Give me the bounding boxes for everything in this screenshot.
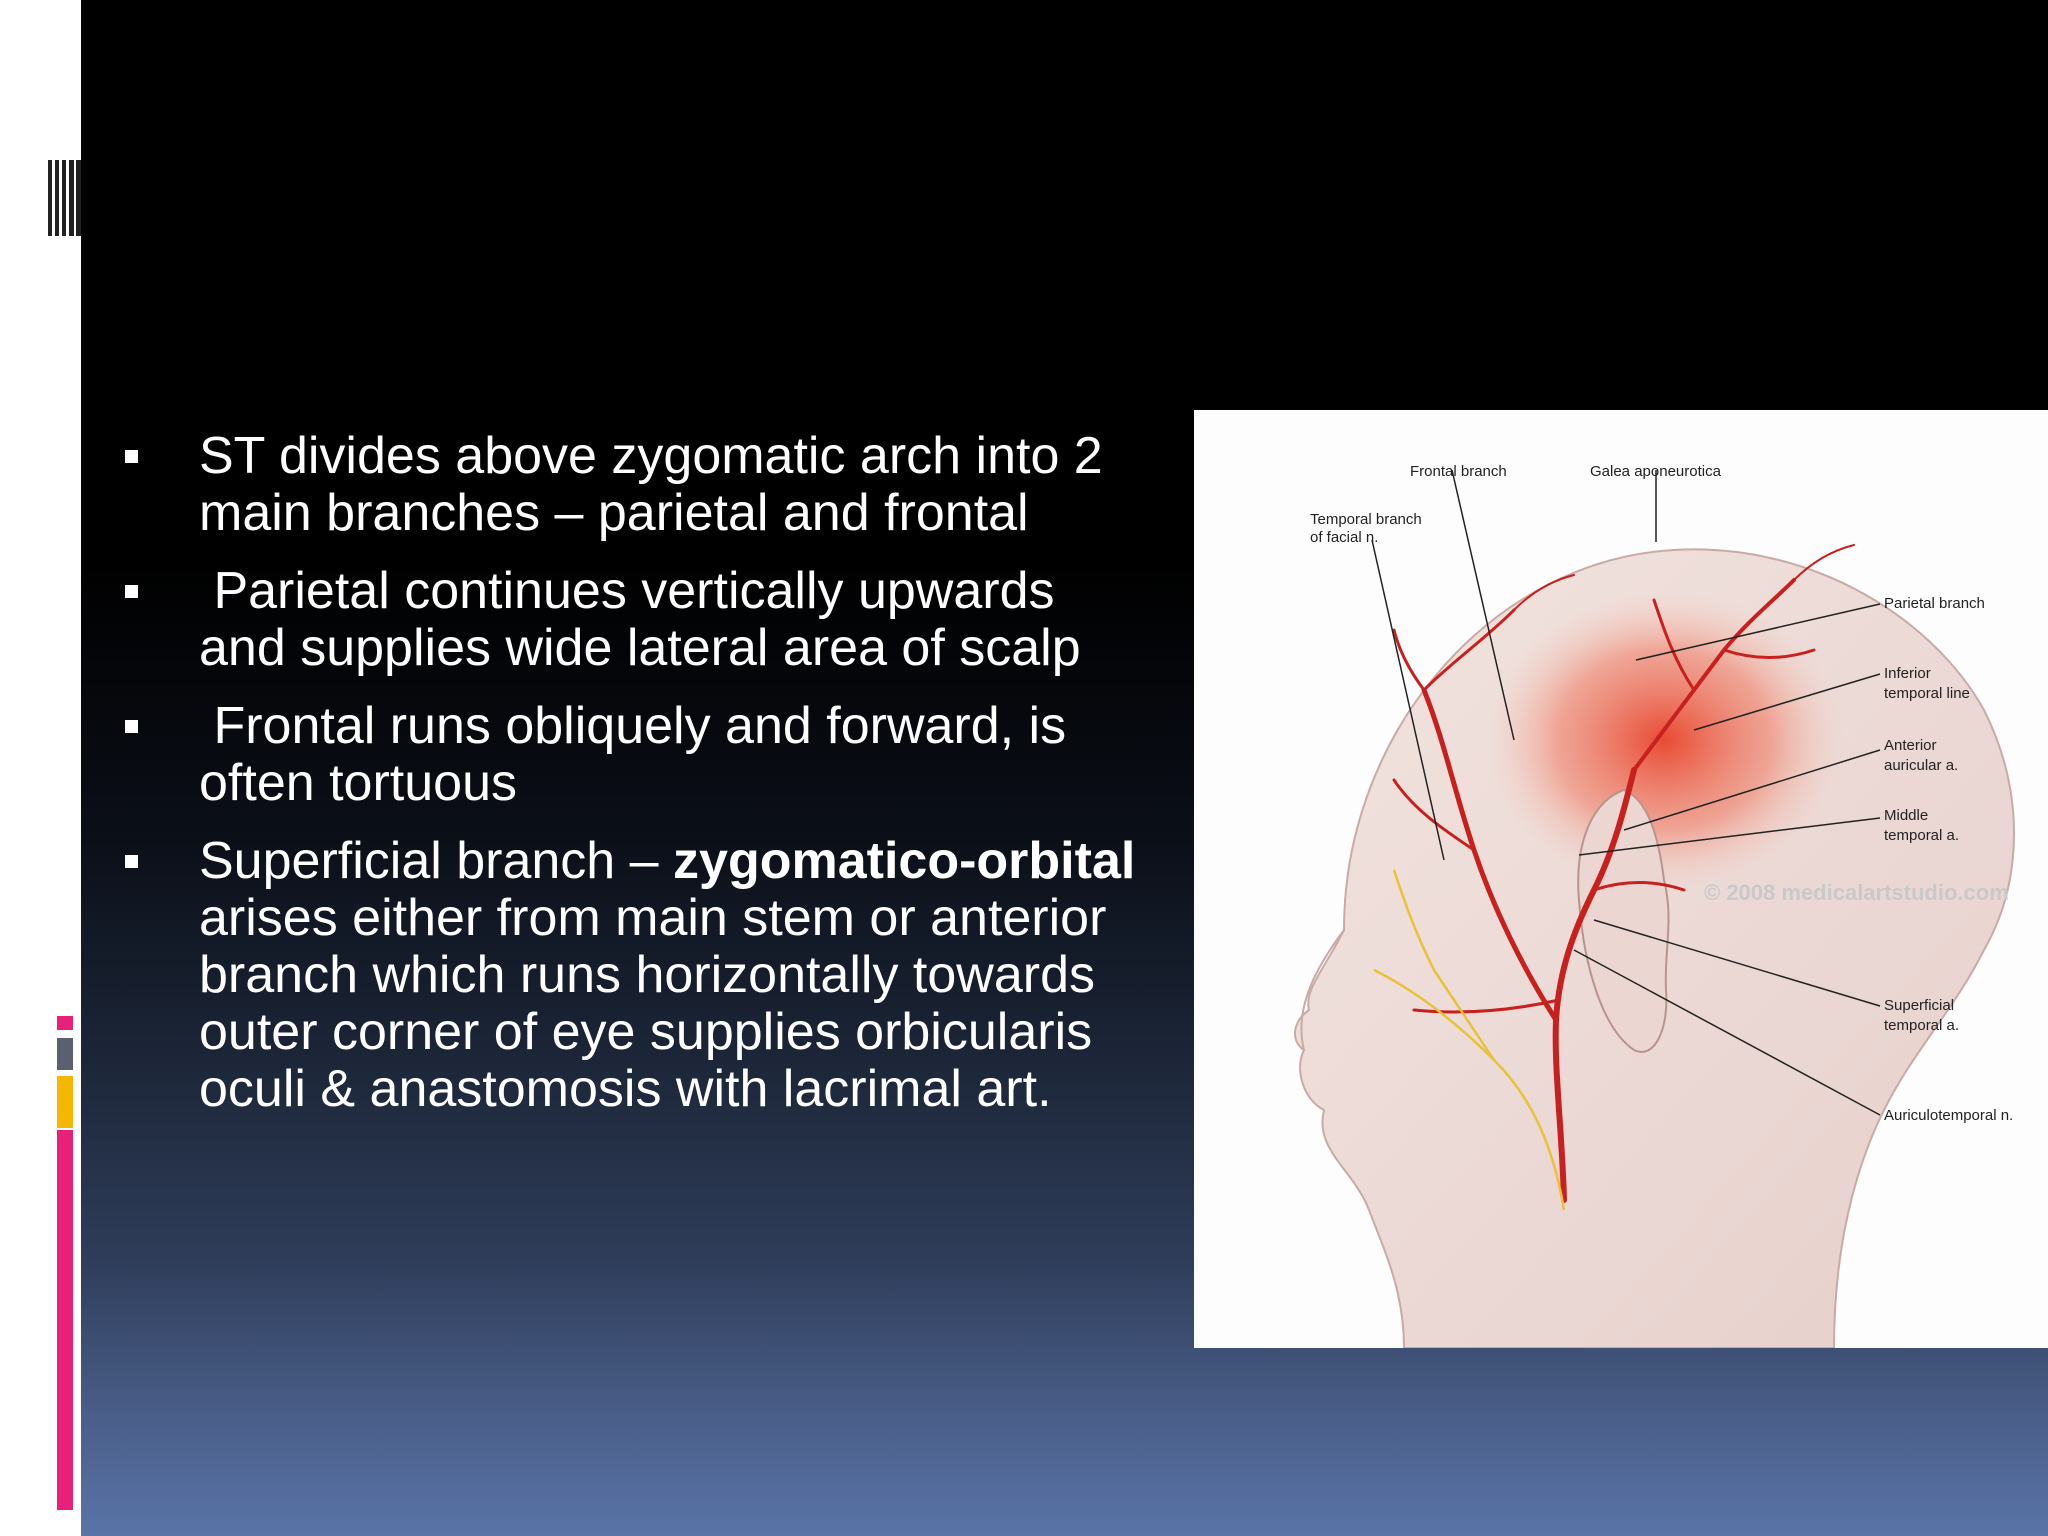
label-superficial-temporal-1: Superficial	[1884, 997, 1954, 1014]
nerve-lines	[1373, 869, 1566, 1211]
ear-shape	[1577, 788, 1670, 1053]
bullet-text: Frontal runs obliquely and forward, is o…	[199, 697, 1081, 812]
label-auriculotemporal: Auriculotemporal n.	[1884, 1107, 2013, 1124]
label-superficial-temporal-2: temporal a.	[1884, 1017, 1959, 1034]
label-galea: Galea aponeurotica	[1590, 463, 1722, 480]
bullet-marker	[125, 855, 138, 868]
label-temporal-branch-1: Temporal branch	[1310, 511, 1422, 528]
bullet-text-bold: zygomatico-orbital	[673, 832, 1136, 890]
bullet-item: ST divides above zygomatic arch into 2 m…	[120, 428, 1140, 542]
accent-bar-pink	[57, 1130, 73, 1510]
label-inferior-temporal-1: Inferior	[1884, 665, 1931, 682]
bullet-list: ST divides above zygomatic arch into 2 m…	[120, 428, 1140, 1139]
label-middle-temporal-2: temporal a.	[1884, 827, 1959, 844]
bullet-text: ST divides above zygomatic arch into 2 m…	[199, 427, 1103, 542]
bullet-marker	[125, 585, 138, 598]
artery-tree	[1392, 544, 1855, 1203]
label-temporal-branch-2: of facial n.	[1310, 529, 1378, 546]
corner-decoration	[48, 160, 81, 236]
label-anterior-auricular-1: Anterior	[1884, 737, 1937, 754]
bullet-item: Frontal runs obliquely and forward, is o…	[120, 698, 1140, 812]
label-inferior-temporal-2: temporal line	[1884, 685, 1970, 702]
accent-bar-pink-top	[57, 1016, 73, 1030]
label-parietal-branch: Parietal branch	[1884, 595, 1985, 612]
label-anterior-auricular-2: auricular a.	[1884, 757, 1958, 774]
accent-bar-gray	[57, 1038, 73, 1070]
leader-lines	[1371, 469, 1881, 1116]
label-middle-temporal-1: Middle	[1884, 807, 1928, 824]
label-frontal-branch: Frontal branch	[1410, 463, 1507, 480]
bullet-item: Parietal continues vertically upwards an…	[120, 563, 1140, 677]
accent-bar-orange	[57, 1076, 73, 1128]
temporalis-muscle	[1484, 590, 1844, 890]
bullet-text: Parietal continues vertically upwards an…	[199, 562, 1081, 677]
head-illustration-svg: Frontal branch Galea aponeurotica Tempor…	[1294, 463, 2015, 1348]
nose-shape	[1300, 929, 1345, 1051]
anatomy-illustration: Frontal branch Galea aponeurotica Tempor…	[1194, 410, 2048, 1348]
bullet-marker	[125, 720, 138, 733]
bullet-text-pre: Superficial branch –	[199, 832, 674, 890]
bullet-marker	[125, 450, 138, 463]
watermark: © 2008 medicalartstudio.com	[1704, 880, 2009, 905]
bullet-item: Superficial branch – zygomatico-orbital …	[120, 833, 1140, 1118]
bullet-text-post: arises either from main stem or anterior…	[199, 889, 1107, 1118]
